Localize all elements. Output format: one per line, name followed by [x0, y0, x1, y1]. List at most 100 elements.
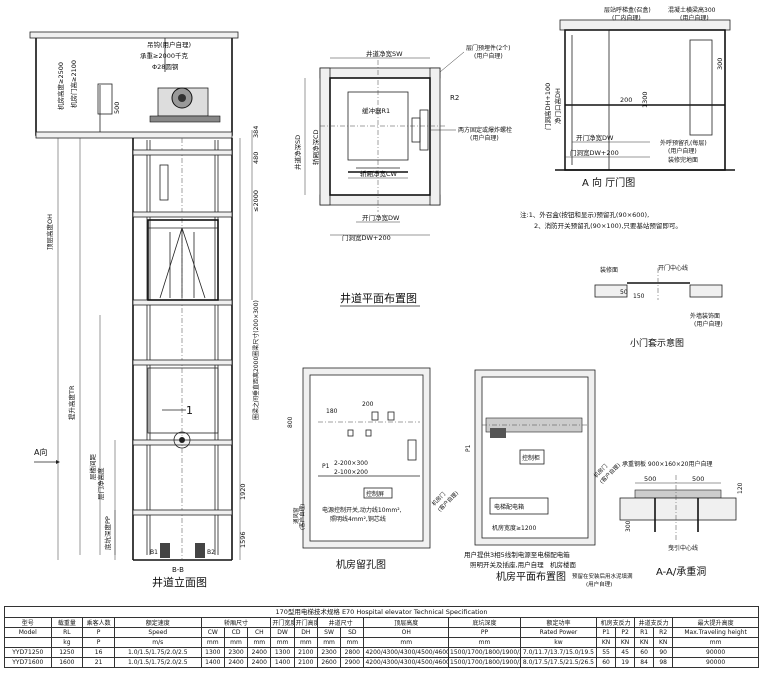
svg-text:机房门高≥2100: 机房门高≥2100 — [69, 60, 78, 108]
shaft-plan: 缓冲器R1 R2 井道净宽SW 井道净深SD 轿厢净深CD 轿厢净宽CW 开门净… — [293, 44, 512, 307]
spec-table-caption: 170型用电梯技术规格 E70 Hospital elevator Techni… — [4, 606, 759, 617]
svg-text:井道净深SD: 井道净深SD — [293, 135, 302, 170]
svg-text:480: 480 — [252, 152, 260, 164]
traction-machine-icon — [149, 87, 221, 123]
svg-text:≤2000: ≤2000 — [252, 190, 260, 212]
svg-text:照明线4mm²,铜芯线: 照明线4mm²,铜芯线 — [330, 515, 386, 523]
svg-text:井道净宽SW: 井道净宽SW — [366, 49, 403, 58]
aa-detail-title: A-A/承重洞 — [656, 565, 706, 578]
svg-text:吊钩(用户自理): 吊钩(用户自理) — [147, 40, 191, 49]
drawing-canvas: 吊钩(用户自理) 承重≥2000千克 Φ28圆钢 机房门高≥2100 机房高度≥… — [29, 6, 744, 589]
svg-text:轿厢净宽CW: 轿厢净宽CW — [360, 169, 398, 178]
svg-text:装修完地面: 装修完地面 — [668, 156, 698, 164]
svg-text:500: 500 — [113, 102, 121, 114]
svg-text:用户提供3相5线制电源至电梯配电箱: 用户提供3相5线制电源至电梯配电箱 — [464, 550, 570, 559]
svg-text:1: 1 — [186, 404, 193, 417]
svg-text:装修面: 装修面 — [600, 266, 618, 274]
svg-text:注:1、外召盒(按钮和显示)预留孔(90×600),: 注:1、外召盒(按钮和显示)预留孔(90×600), — [520, 210, 649, 219]
svg-text:2-200×300: 2-200×300 — [334, 460, 368, 467]
svg-text:层门净高度: 层门净高度 — [96, 467, 105, 500]
svg-text:机房高度≥2500: 机房高度≥2500 — [56, 62, 65, 110]
svg-text:底坑深度PP: 底坑深度PP — [103, 516, 112, 550]
svg-text:120: 120 — [737, 482, 744, 494]
svg-text:圈梁之间垂直距离2000圈梁尺寸(200×300): 圈梁之间垂直距离2000圈梁尺寸(200×300) — [252, 300, 260, 420]
svg-text:层站呼梯盒(召盒): 层站呼梯盒(召盒) — [604, 6, 651, 14]
svg-text:外墙装饰面: 外墙装饰面 — [690, 312, 720, 320]
svg-text:顶层高度OH: 顶层高度OH — [45, 214, 54, 250]
svg-text:200: 200 — [620, 96, 632, 104]
svg-text:门洞高DH+100: 门洞高DH+100 — [543, 83, 552, 130]
svg-text:开门净宽DW: 开门净宽DW — [576, 133, 614, 142]
svg-text:通风窗: 通风窗 — [292, 507, 300, 524]
svg-text:层楼间距: 层楼间距 — [88, 454, 97, 481]
svg-text:(厂内自理): (厂内自理) — [612, 14, 641, 22]
svg-text:机房楼面: 机房楼面 — [550, 560, 577, 569]
svg-text:控制屏: 控制屏 — [366, 490, 384, 498]
table-row: Model RL P Speed CW CD CH DW DH SW SD OH… — [4, 627, 759, 638]
svg-text:500: 500 — [692, 475, 704, 483]
table-row: YYD71250 1250 16 1.0/1.5/1.75/2.0/2.5 13… — [4, 647, 759, 658]
svg-text:净门口高DH: 净门口高DH — [553, 88, 562, 124]
svg-text:提升高度TR: 提升高度TR — [67, 385, 76, 420]
svg-text:300: 300 — [716, 58, 724, 70]
aa-load-bearing-detail: 承重钢板 900×160×20用户自理 500 500 120 300 曳引中心… — [619, 460, 744, 578]
svg-text:缓冲器R1: 缓冲器R1 — [362, 106, 390, 115]
svg-text:(用户自理): (用户自理) — [694, 320, 723, 328]
svg-text:电源控制开关,动力线10mm²,: 电源控制开关,动力线10mm², — [322, 506, 402, 514]
svg-text:2-100×200: 2-100×200 — [334, 469, 368, 476]
svg-text:200: 200 — [362, 401, 374, 408]
svg-text:B-B: B-B — [172, 566, 184, 574]
svg-text:控制柜: 控制柜 — [522, 454, 540, 462]
svg-text:层门预埋件(2个): 层门预埋件(2个) — [466, 44, 511, 52]
table-row: YYD71600 1600 21 1.0/1.5/1.75/2.0/2.5 14… — [4, 657, 759, 668]
svg-text:2、消防开关预留孔(90×100),只要基站预留即可。: 2、消防开关预留孔(90×100),只要基站预留即可。 — [534, 221, 682, 230]
svg-text:300: 300 — [625, 520, 632, 532]
spec-table: 170型用电梯技术规格 E70 Hospital elevator Techni… — [4, 606, 759, 668]
svg-text:轿厢净深CD: 轿厢净深CD — [311, 129, 320, 165]
svg-text:电梯配电箱: 电梯配电箱 — [494, 503, 524, 511]
svg-text:(用户自理): (用户自理) — [680, 14, 709, 22]
sill-detail-title: 小门套示意图 — [630, 337, 684, 349]
svg-text:(用户自理): (用户自理) — [668, 147, 697, 155]
svg-text:(用户自理): (用户自理) — [586, 580, 612, 588]
landing-door-view: 层站呼梯盒(召盒) (厂内自理) 混凝土横梁高300 (用户自理) 门洞高DH+… — [543, 6, 735, 189]
machine-room-hole-plan: 180 200 800 2-200×300 2-100×200 P1 控制屏 电… — [287, 367, 460, 571]
shaft-elevation: 吊钩(用户自理) 承重≥2000千克 Φ28圆钢 机房门高≥2100 机房高度≥… — [29, 31, 260, 589]
svg-text:外呼预留孔(每层): 外呼预留孔(每层) — [660, 139, 707, 147]
svg-text:B1: B1 — [150, 549, 158, 556]
table-row: kg P m/s mm mm mm mm mm mm mm mm mm kw K… — [4, 637, 759, 648]
svg-text:1300: 1300 — [641, 91, 649, 108]
svg-text:预留在安装后用水泥填满: 预留在安装后用水泥填满 — [572, 572, 633, 580]
elevator-car — [147, 219, 219, 301]
svg-text:(用户自理): (用户自理) — [470, 134, 499, 142]
svg-text:混凝土横梁高300: 混凝土横梁高300 — [668, 6, 716, 14]
machine-room-plan: 控制柜 电梯配电箱 P1 机房宽度≥1200 机房门 (客户自理) 用户提供3相… — [464, 369, 633, 588]
svg-text:承重钢板 900×160×20用户自理: 承重钢板 900×160×20用户自理 — [622, 460, 713, 468]
hole-plan-title: 机房留孔图 — [336, 558, 386, 571]
svg-text:照明开关及插座,用户自理: 照明开关及插座,用户自理 — [470, 560, 544, 569]
shaft-plan-title: 井道平面布置图 — [340, 291, 417, 305]
table-row: 型号 载重量 乘客人数 额定速度 轿厢尺寸 开门宽度 开门高度 井道尺寸 顶层高… — [4, 617, 759, 628]
svg-text:两方固定或爆炸螺栓: 两方固定或爆炸螺栓 — [458, 126, 512, 134]
svg-text:(用户自理): (用户自理) — [474, 52, 503, 60]
elevation-title: 井道立面图 — [152, 575, 207, 589]
door-view-title: A 向 厅门图 — [582, 176, 635, 189]
svg-text:R2: R2 — [450, 94, 459, 102]
door-sill-detail: 装修面 开门中心线 50 150 外墙装饰面 (用户自理) 小门套示意图 — [594, 264, 723, 349]
svg-text:开门中心线: 开门中心线 — [658, 264, 688, 272]
svg-text:150: 150 — [633, 293, 645, 300]
svg-text:开门净宽DW: 开门净宽DW — [362, 213, 400, 222]
a-direction-arrow: A向 — [34, 447, 47, 457]
svg-text:B2: B2 — [207, 549, 215, 556]
svg-text:1920: 1920 — [239, 483, 247, 500]
svg-text:门洞宽DW+200: 门洞宽DW+200 — [342, 233, 391, 242]
svg-text:500: 500 — [644, 475, 656, 483]
svg-text:384: 384 — [252, 126, 260, 138]
svg-text:机房宽度≥1200: 机房宽度≥1200 — [492, 524, 536, 532]
svg-text:P1: P1 — [322, 463, 330, 470]
svg-text:Φ28圆钢: Φ28圆钢 — [152, 63, 179, 71]
svg-text:800: 800 — [287, 416, 294, 428]
svg-text:门洞宽DW+200: 门洞宽DW+200 — [570, 148, 619, 157]
svg-text:(客户自理): (客户自理) — [298, 504, 306, 530]
